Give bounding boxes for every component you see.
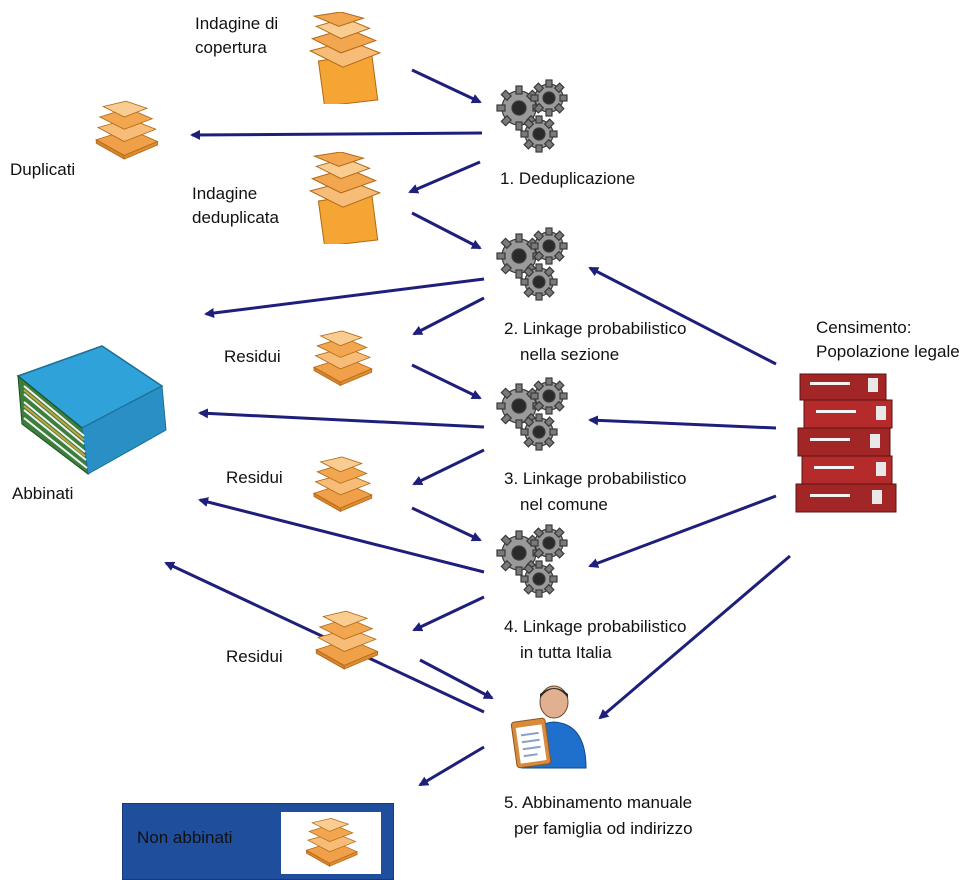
- label-deduplicated-survey: Indagine deduplicata: [192, 182, 279, 230]
- arrow-census-to-step3: [588, 415, 777, 430]
- step-5-label: 5. Abbinamento manuale per famiglia od i…: [504, 790, 693, 842]
- unmatched-box: Non abbinati: [122, 803, 394, 880]
- label-residuals-1: Residui: [224, 347, 281, 366]
- binder-stack-icon: [795, 373, 897, 513]
- arrow-step4-to-residuals3: [412, 595, 485, 632]
- step-3-label: 3. Linkage probabilistico nel comune: [504, 466, 686, 518]
- gear-icon: [496, 79, 568, 153]
- paper-stack-icon: [315, 610, 378, 670]
- label-duplicates: Duplicati: [10, 160, 76, 179]
- label-line: Indagine di: [195, 14, 279, 33]
- step-line: 3. Linkage probabilistico: [504, 469, 687, 488]
- folder-stack-icon: [16, 345, 167, 476]
- paper-stack-icon: [309, 12, 381, 104]
- arrow-residuals2-to-step4: [411, 506, 482, 542]
- arrow-residuals3-to-step5: [419, 658, 494, 700]
- unmatched-label: Non abbinati: [137, 828, 233, 847]
- gear-icon: [496, 524, 568, 598]
- arrow-census-to-step4: [588, 494, 777, 568]
- unmatched-icon-frame: [281, 812, 381, 874]
- paper-stack-icon: [309, 152, 381, 244]
- step-line: nel comune: [520, 495, 608, 514]
- paper-stack-icon: [95, 100, 158, 160]
- step-4-label: 4. Linkage probabilistico in tutta Itali…: [504, 614, 686, 666]
- arrow-dedup-to-dedupsurvey: [408, 160, 481, 194]
- label-census: Censimento: Popolazione legale: [816, 316, 960, 364]
- step-line: 5. Abbinamento manuale: [504, 793, 693, 812]
- arrow-step3-to-residuals2: [412, 448, 485, 486]
- step-2-label: 2. Linkage probabilistico nella sezione: [504, 316, 686, 368]
- step-line: in tutta Italia: [520, 643, 612, 662]
- paper-stack-icon: [313, 330, 373, 386]
- arrow-step3-to-matched: [198, 408, 485, 429]
- arrow-step5-to-unmatched: [418, 745, 485, 787]
- arrow-dedupsurvey-to-step2: [411, 211, 482, 250]
- arrow-residuals1-to-step3: [411, 363, 482, 400]
- label-residuals-2: Residui: [226, 468, 283, 487]
- paper-stack-icon: [313, 456, 373, 512]
- label-line: copertura: [195, 38, 267, 57]
- step-1-label: 1. Deduplicazione: [500, 166, 635, 192]
- arrow-census-to-step5: [598, 554, 791, 720]
- paper-stack-icon: [305, 817, 358, 867]
- person-clipboard-icon: [510, 685, 587, 769]
- step-line: nella sezione: [520, 345, 620, 364]
- arrow-dedup-to-duplicates: [190, 129, 483, 140]
- arrow-step2-to-matched: [204, 277, 485, 318]
- label-matched: Abbinati: [12, 484, 74, 503]
- label-coverage-survey: Indagine di copertura: [195, 12, 278, 60]
- label-residuals-3: Residui: [226, 647, 283, 666]
- arrow-step4-to-matched: [198, 497, 485, 574]
- label-line: Censimento:: [816, 318, 912, 337]
- label-line: Popolazione legale: [816, 342, 960, 361]
- step-line: 2. Linkage probabilistico: [504, 319, 687, 338]
- arrow-step2-to-residuals1: [412, 296, 485, 336]
- arrow-survey-to-dedup: [411, 68, 482, 104]
- gear-icon: [496, 227, 568, 301]
- label-line: Indagine: [192, 184, 258, 203]
- arrow-census-to-step2: [588, 266, 777, 366]
- step-line: 1. Deduplicazione: [500, 169, 636, 188]
- arrows: [164, 68, 791, 787]
- step-line: 4. Linkage probabilistico: [504, 617, 687, 636]
- label-line: deduplicata: [192, 208, 279, 227]
- gear-icon: [496, 377, 568, 451]
- step-line: per famiglia od indirizzo: [514, 819, 693, 838]
